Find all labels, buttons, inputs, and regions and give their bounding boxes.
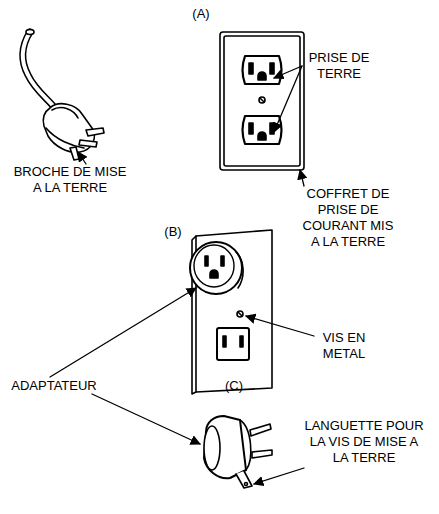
figure-letter: (B): [158, 224, 188, 240]
figure-letter: (C): [218, 378, 250, 394]
part-label: LANGUETTE POUR LA VIS DE MISE A LA TERRE: [304, 418, 424, 466]
part-label: PRISE DE TERRE: [304, 50, 374, 82]
part-label: VIS EN METAL: [316, 330, 372, 362]
part-label: BROCHE DE MISE A LA TERRE: [12, 164, 128, 196]
part-label: COFFRET DE PRISE DE COURANT MIS A LA TER…: [300, 186, 396, 250]
part-label: ADAPTATEUR: [4, 378, 104, 394]
figure-letter: (A): [184, 6, 218, 22]
